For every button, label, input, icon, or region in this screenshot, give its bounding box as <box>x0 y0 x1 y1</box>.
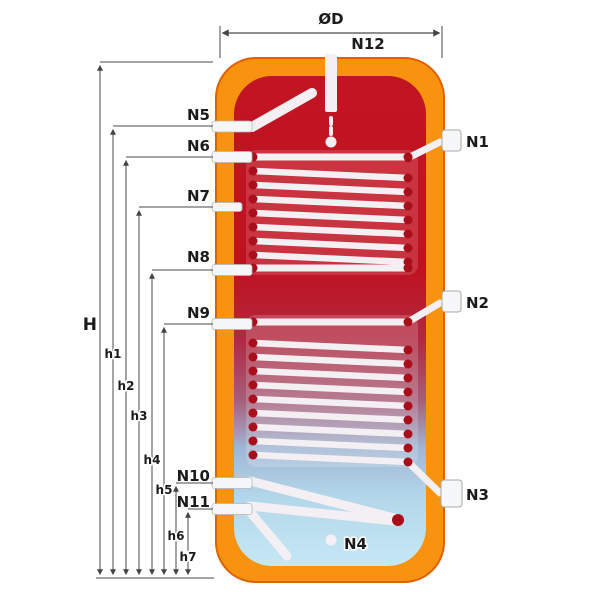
label-h4: h4 <box>144 453 161 467</box>
label-port-n1: N1 <box>466 133 489 151</box>
label-height-H: H <box>83 315 97 335</box>
label-port-n2: N2 <box>466 294 489 312</box>
pipes <box>245 54 444 561</box>
label-port-n11: N11 <box>177 493 210 511</box>
upper-heat-exchanger-coil <box>232 152 413 273</box>
label-diameter: ØD <box>318 10 343 28</box>
port-stubs <box>211 120 463 515</box>
label-h1: h1 <box>105 347 122 361</box>
labels: ØD N12 H N5 N6 N7 N8 N9 N10 N11 N1 N2 N3… <box>81 9 490 566</box>
dimension-lines <box>96 26 443 579</box>
label-port-n6: N6 <box>187 137 210 155</box>
label-port-n5: N5 <box>187 106 210 124</box>
label-h7: h7 <box>180 550 197 564</box>
label-port-n3: N3 <box>466 486 489 504</box>
label-h2: h2 <box>118 379 135 393</box>
label-port-n12: N12 <box>351 35 384 53</box>
label-h6: h6 <box>168 529 185 543</box>
label-port-n10: N10 <box>177 467 210 485</box>
label-port-n4: N4 <box>344 535 367 553</box>
label-port-n7: N7 <box>187 187 210 205</box>
label-h3: h3 <box>131 409 148 423</box>
label-port-n8: N8 <box>187 248 210 266</box>
lower-heat-exchanger-coil <box>232 317 413 467</box>
label-port-n9: N9 <box>187 304 210 322</box>
label-h5: h5 <box>156 483 173 497</box>
